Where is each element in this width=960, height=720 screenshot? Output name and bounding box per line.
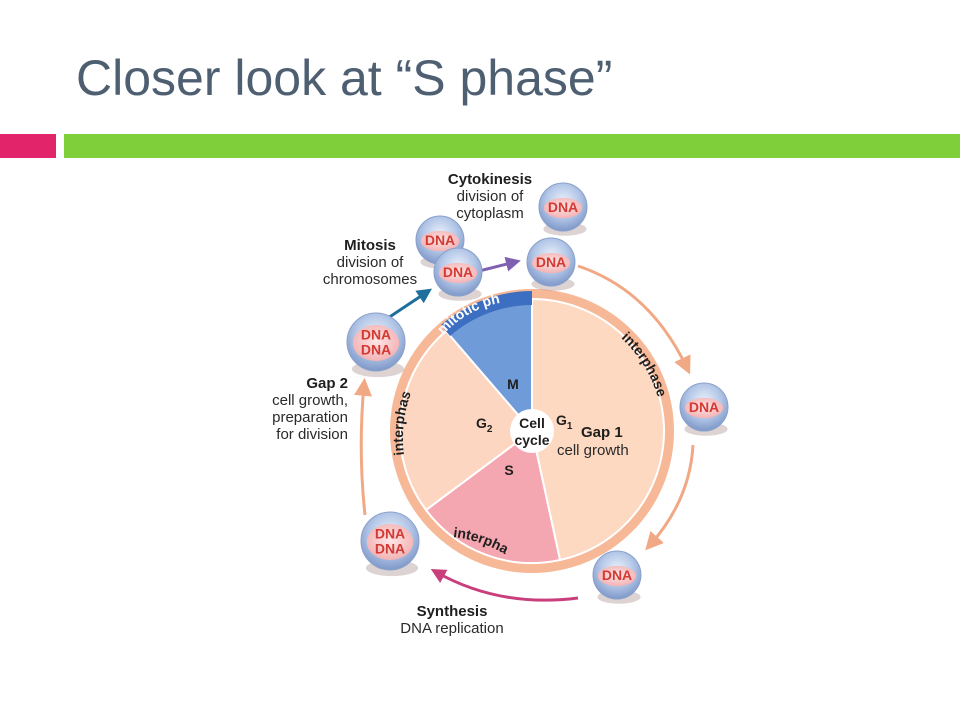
dna-cell-mitosis-bottom: DNA — [433, 247, 483, 301]
mitosis-title: Mitosis — [344, 237, 396, 254]
center-label-line2: cycle — [514, 432, 549, 448]
cell-nucleus — [352, 325, 400, 361]
dna-cell-cytokinesis: DNA — [538, 182, 588, 236]
cell-nucleus — [543, 197, 583, 219]
mitosis-desc-line2: chromosomes — [323, 271, 417, 288]
cell-nucleus — [420, 230, 460, 252]
cytokinesis-desc-line2: cytoplasm — [456, 205, 524, 222]
dna-label: DNA — [548, 199, 578, 215]
g2-sector — [398, 329, 534, 512]
cytokinesis-desc-line1: division of — [457, 188, 525, 205]
g1-label: G1 — [556, 412, 573, 432]
synthesis-title: Synthesis — [417, 603, 488, 620]
cytokinesis-title: Cytokinesis — [448, 171, 532, 188]
gap1-desc: cell growth — [557, 442, 629, 459]
dna-cell-new-cell: DNA — [526, 237, 576, 291]
accent-bar-green — [64, 134, 960, 158]
dna-cell-g1-cell: DNA — [679, 382, 729, 436]
cell-nucleus — [597, 565, 637, 587]
cell-nucleus — [684, 397, 724, 419]
arrow-mitosis — [387, 288, 432, 320]
arrow-cytokinesis — [478, 256, 521, 273]
arrow-synthesis — [430, 569, 579, 602]
slide-title: Closer look at “S phase” — [76, 50, 613, 106]
cycle-center — [510, 409, 554, 453]
cell-nucleus — [438, 262, 478, 284]
arrow-to-g1-cell — [577, 264, 691, 375]
gap2-desc-line3: for division — [276, 426, 348, 443]
s-sector — [424, 429, 562, 565]
arrow-g2-up — [354, 377, 372, 516]
g1-sector — [531, 297, 666, 562]
dna-label: DNA — [375, 526, 405, 542]
dna-label: DNA — [361, 327, 391, 343]
center-label-line1: Cell — [519, 415, 545, 431]
dna-label: DNA — [361, 342, 391, 358]
dna-cell-synthesis-cell: DNA — [592, 550, 642, 604]
gap2-desc-line1: cell growth, — [272, 392, 348, 409]
mitosis-desc-line1: division of — [337, 254, 405, 271]
m-label: M — [507, 376, 519, 392]
dna-label: DNA — [602, 567, 632, 583]
dna-label: DNA — [443, 264, 473, 280]
g2-label: G2 — [476, 415, 493, 435]
gap2-title: Gap 2 — [306, 375, 348, 392]
synthesis-desc: DNA replication — [400, 620, 503, 637]
gap2-desc-line2: preparation — [272, 409, 348, 426]
arrow-g1-to-synthesis — [645, 444, 695, 551]
gap1-title: Gap 1 — [581, 424, 623, 441]
dna-label: DNA — [375, 541, 405, 557]
accent-bar-pink — [0, 134, 56, 158]
dna-label: DNA — [536, 254, 566, 270]
dna-label: DNA — [425, 232, 455, 248]
dna-label: DNA — [689, 399, 719, 415]
cell-nucleus — [366, 524, 414, 560]
s-label: S — [504, 462, 513, 478]
mitotic-band — [441, 291, 532, 336]
cell-nucleus — [531, 252, 571, 274]
